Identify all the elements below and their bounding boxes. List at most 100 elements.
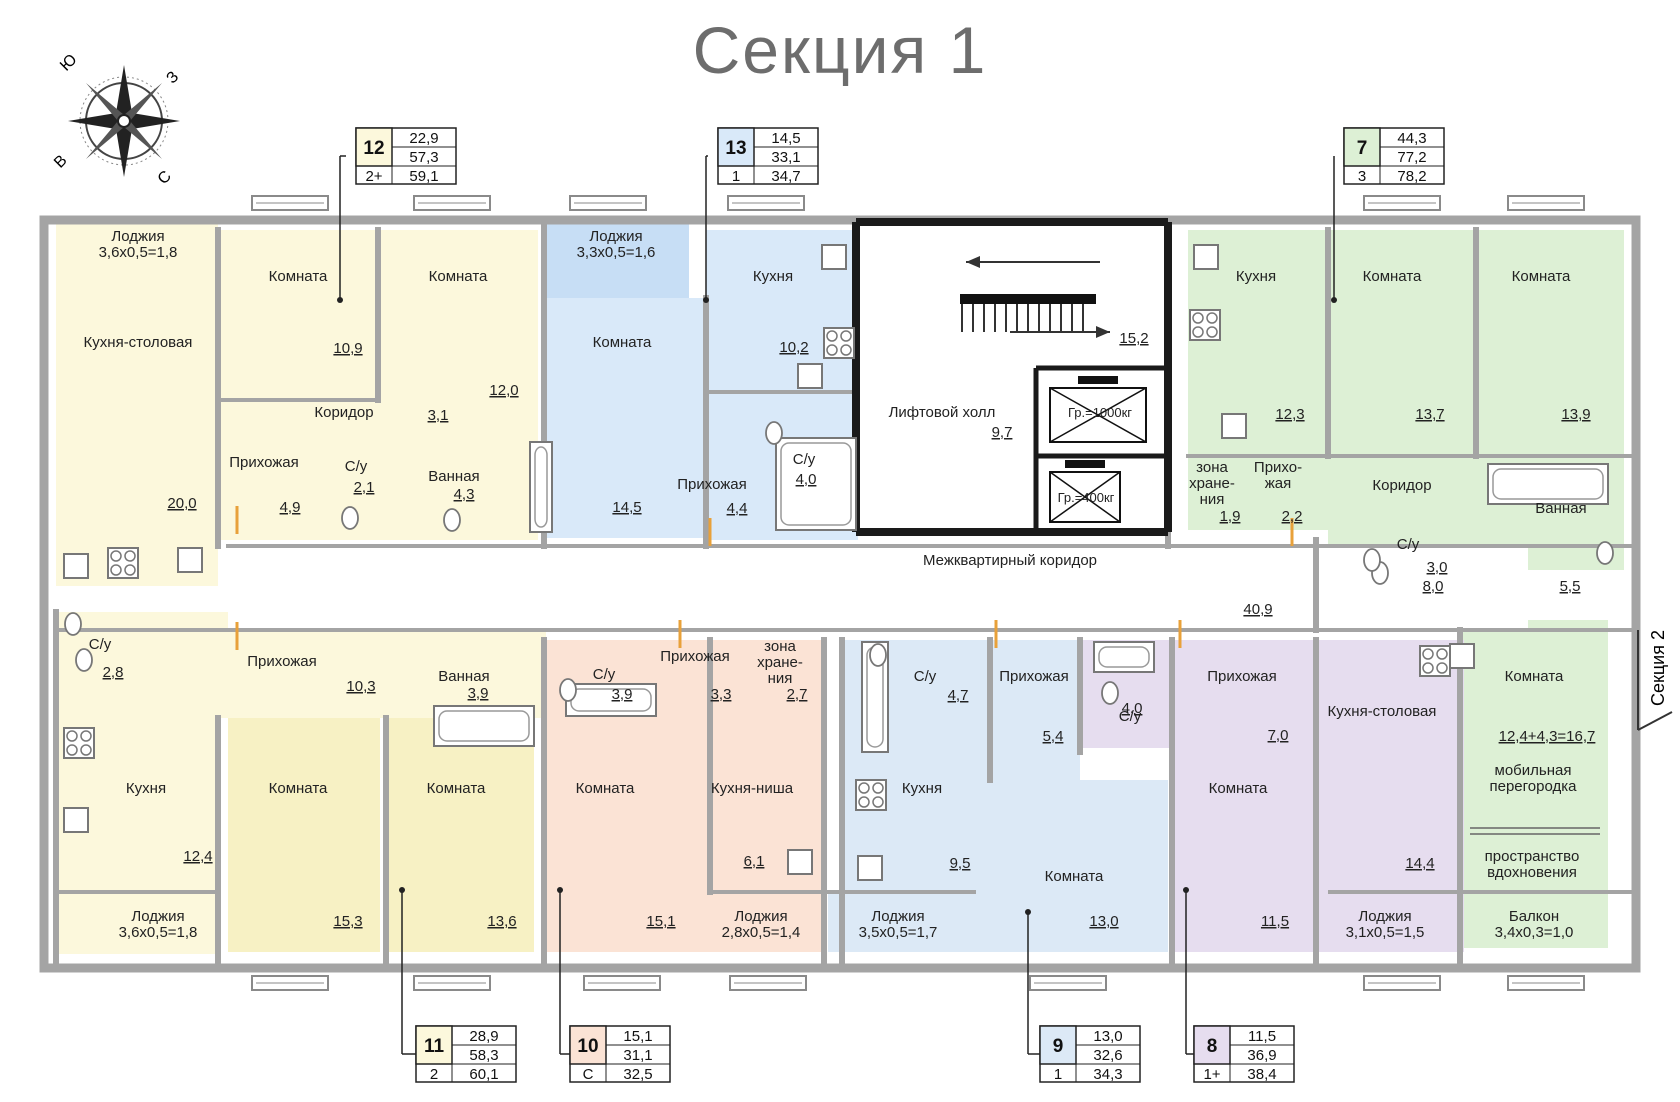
room-fill	[1188, 230, 1328, 530]
room-label: Кухня	[126, 780, 166, 797]
room-area: 5,5	[1560, 578, 1581, 595]
toilet-icon	[75, 648, 93, 672]
room-label: Кухня	[902, 780, 942, 797]
sink-icon	[1221, 413, 1247, 439]
apartment-rooms: 3	[1358, 168, 1366, 185]
room-label: Прихожая	[229, 454, 299, 471]
room-name: Кухня-ниша	[711, 780, 794, 797]
apartment-v1: 14,5	[771, 130, 800, 147]
apartment-v1: 15,1	[623, 1028, 652, 1045]
room-label: С/у	[1119, 708, 1142, 725]
apartment-rooms: 1	[732, 168, 740, 185]
room-name: Ванная	[1535, 500, 1586, 517]
room-label: Комната	[1209, 780, 1268, 797]
sink-icon	[63, 807, 89, 833]
bathtub-icon	[775, 437, 857, 531]
room-name: Прихожая	[677, 476, 747, 493]
room-name: Комната	[1505, 668, 1564, 685]
room-label: Комната	[269, 780, 328, 797]
room-label: Комната	[593, 334, 652, 351]
compass-west-label: В	[51, 152, 71, 172]
room-area: 13,0	[1089, 913, 1118, 930]
room-area: 12,4+4,3=16,7	[1499, 728, 1596, 745]
room-name: С/у	[345, 458, 368, 475]
toilet-icon	[1101, 681, 1119, 705]
room-label: Кухня	[1236, 268, 1276, 285]
sink-icon	[177, 547, 203, 573]
apartment-rooms: 2	[430, 1066, 438, 1083]
room-area: 14,5	[612, 499, 641, 516]
room-name: 3,3х0,5=1,6	[577, 244, 656, 261]
apartment-v2: 57,3	[409, 149, 438, 166]
bathtub-icon	[433, 705, 535, 747]
room-name: Прихожая	[229, 454, 299, 471]
room-name: С/у	[593, 666, 616, 683]
room-label: Прихожая	[999, 668, 1069, 685]
stove-icon	[1419, 645, 1451, 677]
room-label: Прихожая	[247, 653, 317, 670]
apartment-v3: 78,2	[1397, 168, 1426, 185]
room-area: 4,4	[727, 500, 748, 517]
room-area: 2,8	[103, 664, 124, 681]
room-area: 3,0	[1427, 559, 1448, 576]
room-label: С/у	[345, 458, 368, 475]
apartment-v2: 36,9	[1247, 1047, 1276, 1064]
room-area: 5,4	[1043, 728, 1064, 745]
room-fill	[544, 298, 707, 538]
bathtub-icon	[1487, 463, 1609, 505]
room-fill	[378, 230, 538, 540]
room-label: С/у	[89, 636, 112, 653]
toilet-icon	[64, 612, 82, 636]
room-fill	[990, 640, 1080, 780]
stove-icon	[1189, 309, 1221, 341]
room-name: С/у	[1119, 708, 1142, 725]
room-label: Ванная	[438, 668, 489, 685]
room-area: 1,9	[1220, 508, 1241, 525]
room-area: 12,0	[489, 382, 518, 399]
apartment-v2: 77,2	[1397, 149, 1426, 166]
compass-rose-icon: Ю З С В	[51, 51, 182, 188]
room-area: 10,3	[346, 678, 375, 695]
common-label: 15,2	[1119, 330, 1148, 347]
room-area: 14,4	[1405, 855, 1434, 872]
stove-icon	[107, 547, 139, 579]
sink-icon	[1193, 244, 1219, 270]
room-fill	[544, 222, 689, 298]
compass-east-label: З	[163, 68, 182, 87]
room-area: 3,9	[468, 685, 489, 702]
room-area: 12,3	[1275, 406, 1304, 423]
toilet-icon	[341, 506, 359, 530]
apartment-num: 10	[577, 1036, 598, 1057]
room-area: 11,5	[1261, 913, 1289, 930]
room-label: Коридор	[314, 404, 373, 421]
core-fill	[856, 230, 1168, 530]
room-name: Прихожая	[999, 668, 1069, 685]
common-label: Гр.=1000кг	[1068, 405, 1132, 420]
room-area: 4,0	[796, 471, 817, 488]
room-area: 2,2	[1282, 508, 1303, 525]
apartment-v3: 59,1	[409, 168, 438, 185]
apartment-v1: 11,5	[1248, 1028, 1276, 1045]
room-area: 3,9	[612, 686, 633, 703]
room-area: 2,7	[787, 686, 808, 703]
sink-icon	[1449, 643, 1475, 669]
room-name: Коридор	[314, 404, 373, 421]
room-name: С/у	[89, 636, 112, 653]
apartment-num: 7	[1357, 138, 1368, 159]
room-label: С/у	[1397, 536, 1420, 553]
room-name: Ванная	[428, 468, 479, 485]
section-2-marker: Секция 2	[1637, 630, 1673, 731]
room-fill	[56, 892, 218, 954]
toilet-icon	[1363, 548, 1381, 572]
room-name: Лоджия	[131, 908, 184, 925]
apartment-rooms: С	[583, 1066, 594, 1083]
apartment-v2: 32,6	[1093, 1047, 1122, 1064]
